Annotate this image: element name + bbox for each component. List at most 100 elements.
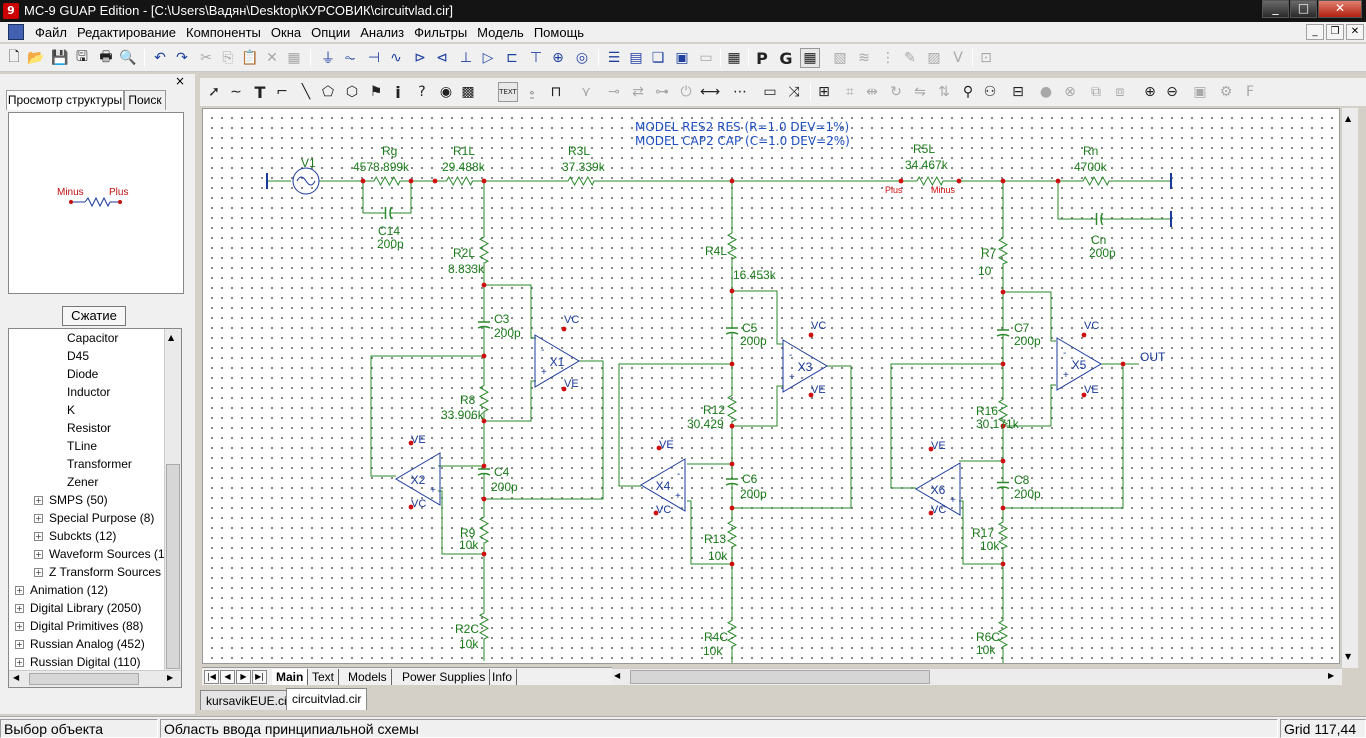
zoom-out-icon[interactable]: ⊖ [1166, 84, 1178, 100]
group-icon[interactable]: ⧉ [1091, 84, 1101, 100]
close-panel-icon[interactable]: × [174, 74, 185, 88]
step-icon[interactable]: ⌗ [846, 84, 854, 100]
tree-horizontal-scrollbar[interactable]: ◀ ▶ [9, 670, 181, 687]
tile-icon[interactable]: ▣ [675, 50, 689, 66]
prev-sheet-button[interactable]: ◀ [220, 670, 235, 684]
grid-icon[interactable]: G [779, 48, 793, 68]
pin-connection-icon[interactable]: ⟷ [699, 84, 721, 100]
canvas-horizontal-scrollbar[interactable]: ◀ ▶ [612, 668, 1342, 685]
flip-x-icon[interactable]: ⇋ [914, 84, 926, 100]
text-display-icon[interactable]: TEXT [498, 82, 518, 102]
mdi-restore-button[interactable]: ❐ [1326, 24, 1344, 40]
pen-icon[interactable]: ✎ [904, 50, 916, 66]
tree-item-diode[interactable]: Diode [67, 367, 99, 381]
color-icon[interactable]: ▩ [461, 84, 475, 100]
tab-search[interactable]: Поиск [124, 90, 166, 110]
tree-item-animation[interactable]: Animation (12) [30, 583, 109, 597]
vd-icon[interactable]: V [953, 50, 963, 66]
first-sheet-button[interactable]: |◀ [204, 670, 219, 684]
expand-icon[interactable]: + [15, 640, 24, 649]
flag-icon[interactable]: ⚑ [369, 84, 383, 100]
help-icon[interactable]: ? [418, 84, 426, 100]
wave-icon[interactable]: ≋ [858, 50, 870, 66]
component-list-icon[interactable]: ⊞ [818, 84, 830, 100]
find-icon[interactable]: ⚲ [962, 84, 974, 100]
globe-icon[interactable]: ◉ [439, 84, 453, 100]
node-numbers-icon[interactable]: ⋎ [580, 84, 592, 100]
tab-main[interactable]: Main [272, 669, 309, 685]
cut-icon[interactable]: ✂ [200, 50, 212, 66]
select-arrow-icon[interactable]: ➚ [208, 84, 220, 100]
expand-icon[interactable]: + [15, 622, 24, 631]
edit-properties-icon[interactable]: ⊟ [1012, 84, 1024, 100]
wire-mode-icon[interactable]: ∼ [230, 84, 242, 100]
text-mode-icon[interactable]: T [254, 82, 266, 102]
page-icon[interactable]: ▭ [699, 50, 713, 66]
cursor-pick-icon[interactable]: ⤨ [788, 84, 800, 100]
expand-icon[interactable]: + [34, 514, 43, 523]
tree-item-special-purpose[interactable]: Special Purpose (8) [49, 511, 155, 525]
tree-item-inductor[interactable]: Inductor [67, 385, 111, 399]
battery-icon[interactable]: ⊥ [459, 50, 473, 66]
file-tab-circuitvlad[interactable]: circuitvlad.cir [286, 688, 368, 710]
expand-icon[interactable]: + [34, 496, 43, 505]
copy-icon[interactable]: ⎘ [222, 50, 234, 66]
tab-text[interactable]: Text [308, 669, 340, 685]
expand-icon[interactable]: + [15, 586, 24, 595]
pin-names-icon[interactable]: ⊓ [550, 84, 562, 100]
tree-item-russian-analog[interactable]: Russian Analog (452) [30, 637, 145, 651]
print-preview-icon[interactable]: 🔍 [119, 50, 137, 66]
compress-button[interactable]: Сжатие [62, 306, 126, 326]
menu-filters[interactable]: Фильтры [414, 24, 468, 40]
undo-icon[interactable]: ↶ [154, 50, 166, 66]
cancel-icon[interactable]: ⊗ [1064, 84, 1076, 100]
open-folder-icon[interactable]: 📂 [27, 50, 45, 66]
tree-item-digital-primitives[interactable]: Digital Primitives (88) [30, 619, 144, 633]
pins-icon[interactable]: ⋮ [881, 50, 895, 66]
tree-vertical-scrollbar[interactable]: ▲ [164, 329, 181, 674]
mirror-icon[interactable]: ⇹ [866, 84, 878, 100]
transistor-icon[interactable]: ⊕ [552, 50, 564, 66]
function-icon[interactable]: F [1245, 84, 1255, 100]
line-icon[interactable]: ╲ [301, 84, 311, 100]
calculator-icon[interactable]: ▦ [727, 50, 741, 66]
tab-structure-view[interactable]: Просмотр структуры [6, 90, 124, 110]
camera-icon[interactable]: ▣ [1193, 84, 1207, 100]
document-icon[interactable] [8, 24, 24, 40]
cascade-icon[interactable]: ❏ [651, 50, 665, 66]
tree-item-transformer[interactable]: Transformer [67, 457, 132, 471]
tree-item-smps[interactable]: SMPS (50) [49, 493, 108, 507]
binoculars-icon[interactable]: ⚇ [983, 84, 997, 100]
tree-item-d45[interactable]: D45 [67, 349, 90, 363]
rotate-icon[interactable]: ↻ [890, 84, 902, 100]
currents-icon[interactable]: ⇄ [632, 84, 644, 100]
tree-item-capacitor[interactable]: Capacitor [67, 331, 119, 345]
diode-icon[interactable]: ⊳ [414, 50, 426, 66]
tab-power-supplies[interactable]: Power Supplies [398, 669, 491, 685]
tree-item-russian-digital[interactable]: Russian Digital (110) [30, 655, 141, 669]
window-tile-icon[interactable]: ☰ [607, 50, 621, 66]
shape-dropdown-icon[interactable]: ⬡ [345, 84, 359, 100]
zener-icon[interactable]: ⊲ [436, 50, 448, 66]
save-all-icon[interactable]: 🖫 [76, 49, 88, 65]
print-icon[interactable]: 🖶 [99, 49, 113, 65]
on-off-icon[interactable]: ⏻ [680, 84, 692, 100]
ungroup-icon[interactable]: ⧈ [1115, 84, 1125, 100]
file-tab-kursavik[interactable]: kursavikEUE.cir [200, 690, 297, 710]
tree-item-zener[interactable]: Zener [67, 475, 99, 489]
expand-icon[interactable]: + [34, 568, 43, 577]
tree-item-waveform-sources[interactable]: Waveform Sources (11) [49, 547, 175, 561]
wire-icon[interactable]: ⌐ [276, 84, 288, 100]
sine-source-icon[interactable]: ◎ [575, 50, 589, 66]
menu-file[interactable]: Файл [35, 24, 67, 40]
last-sheet-button[interactable]: ▶| [252, 670, 267, 684]
inductor-icon[interactable]: ∿ [390, 50, 402, 66]
power-icon[interactable]: ⊶ [655, 84, 669, 100]
canvas-vertical-scrollbar[interactable]: ▲ ▼ [1341, 108, 1358, 668]
npn-icon[interactable]: ⊤ [529, 50, 543, 66]
menu-help[interactable]: Помощь [533, 24, 585, 40]
tree-item-z-transform-sources[interactable]: Z Transform Sources ( [49, 565, 169, 579]
tree-item-digital-library[interactable]: Digital Library (2050) [30, 601, 142, 615]
tab-info[interactable]: Info [488, 669, 518, 685]
